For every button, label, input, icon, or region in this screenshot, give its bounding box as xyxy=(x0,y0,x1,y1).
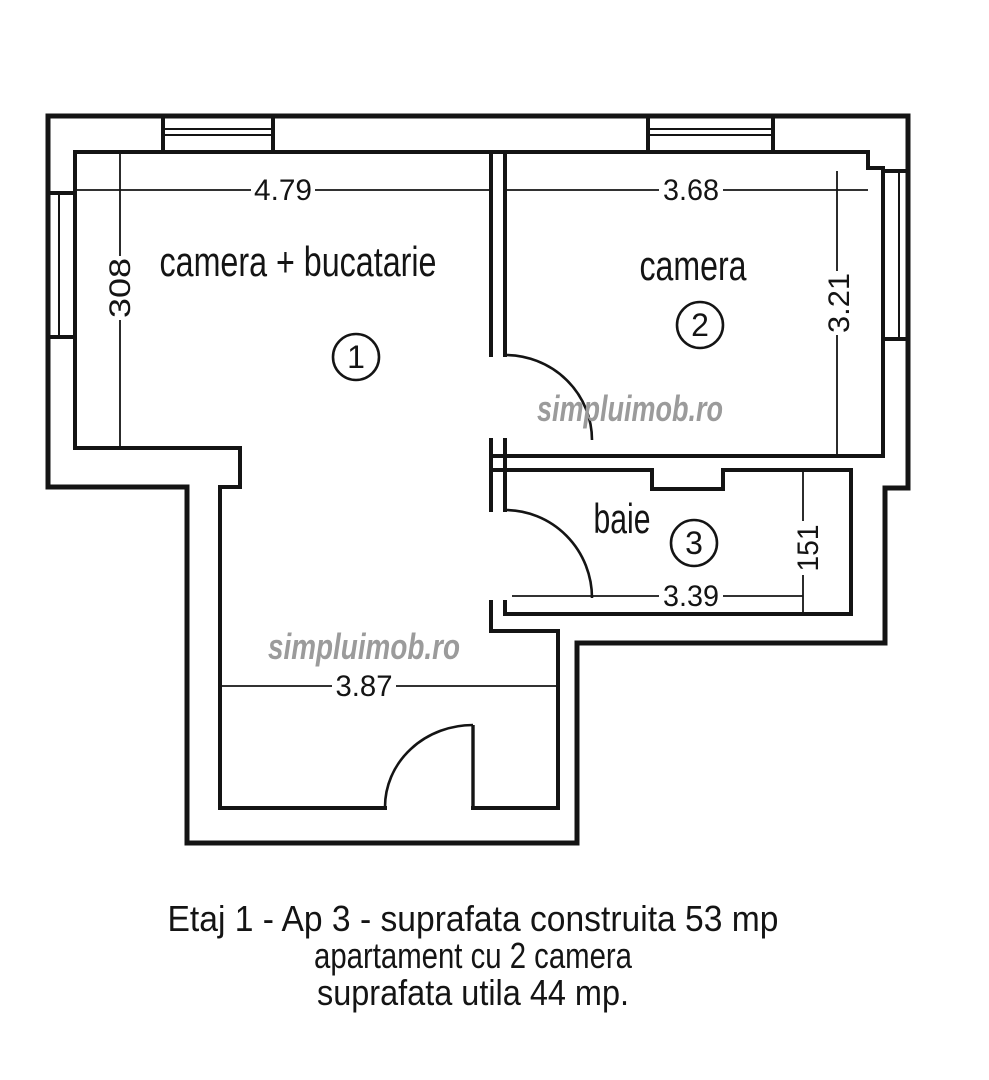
window-frames xyxy=(46,114,910,341)
room-3-number-circle xyxy=(669,518,719,568)
room-2-label: camera xyxy=(640,242,747,289)
watermark-hall: simpluimob.ro xyxy=(268,626,460,667)
dim-bath-height: 151 xyxy=(792,525,825,572)
room-1-number: 1 xyxy=(347,339,365,375)
room-2-number-circle xyxy=(675,300,725,350)
dim-room1-width: 4.79 xyxy=(254,174,312,207)
room-3-number: 3 xyxy=(685,525,703,561)
room-3-label: baie xyxy=(594,495,651,542)
interior-wall-lines xyxy=(73,150,885,810)
dim-room2-height: 3.21 xyxy=(823,273,856,333)
exterior-wall-outer-outline xyxy=(45,113,911,846)
dim-room2-width: 3.68 xyxy=(663,174,719,207)
door-arc-bathroom xyxy=(504,508,594,599)
dim-hall-width: 3.87 xyxy=(336,670,393,703)
dim-room1-height: 308 xyxy=(104,258,137,318)
caption-line-2: apartament cu 2 camera xyxy=(314,935,633,976)
caption-line-1: Etaj 1 - Ap 3 - suprafata construita 53 … xyxy=(168,898,779,939)
door-arc-entrance xyxy=(383,723,474,808)
door-arc-room2 xyxy=(504,353,594,441)
caption-line-3: suprafata utila 44 mp. xyxy=(317,972,629,1013)
dimension-lines xyxy=(75,152,868,687)
window-glass-lines xyxy=(58,128,900,339)
room-1-label: camera + bucatarie xyxy=(160,238,437,285)
watermark-room2: simpluimob.ro xyxy=(537,388,723,429)
room-2-number: 2 xyxy=(691,307,709,343)
dim-bath-width: 3.39 xyxy=(663,580,719,613)
room-1-number-circle xyxy=(331,332,381,382)
